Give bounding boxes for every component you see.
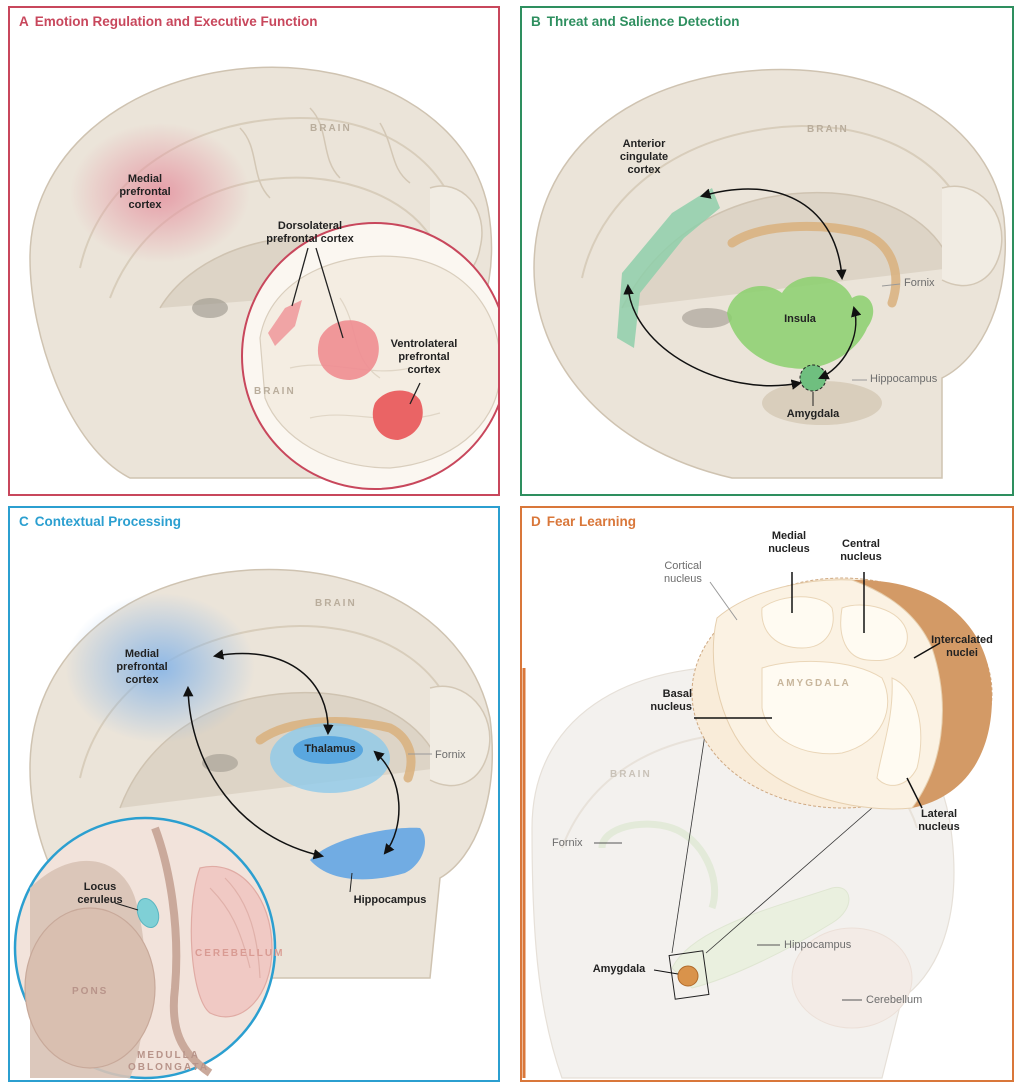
label-brain: BRAIN <box>807 124 849 136</box>
panel-b-title: B Threat and Salience Detection <box>531 14 740 29</box>
panel-a-title-text: Emotion Regulation and Executive Functio… <box>35 14 318 29</box>
label-fornix: Fornix <box>552 837 583 850</box>
label-hippocampus: Hippocampus <box>340 894 440 907</box>
label-central-nucleus: Central nucleus <box>826 538 896 564</box>
amygdala-small <box>678 966 698 986</box>
panel-a-emotion-regulation: A Emotion Regulation and Executive Functi… <box>8 6 500 496</box>
panel-d-title: D Fear Learning <box>531 514 636 529</box>
label-hippocampus: Hippocampus <box>784 939 851 952</box>
panel-d-illustration <box>522 508 1014 1082</box>
panel-b-illustration <box>522 8 1014 496</box>
panel-d-fear-learning: D Fear Learning Medial nucleus Central nu… <box>520 506 1014 1082</box>
panel-a-illustration <box>10 8 500 496</box>
label-amygdala: Amygdala <box>778 408 848 421</box>
label-brain: BRAIN <box>315 598 357 610</box>
label-insula: Insula <box>770 313 830 326</box>
panel-a-title: A Emotion Regulation and Executive Functi… <box>19 14 318 29</box>
label-locus-ceruleus: Locus ceruleus <box>70 881 130 907</box>
panel-b-threat-salience: B Threat and Salience Detection BRAIN Ant… <box>520 6 1014 496</box>
label-amygdala: Amygdala <box>584 963 654 976</box>
dlpfc-region <box>318 320 379 380</box>
panel-c-title: C Contextual Processing <box>19 514 181 529</box>
panel-c-title-text: Contextual Processing <box>35 514 181 529</box>
panel-b-title-text: Threat and Salience Detection <box>547 14 740 29</box>
label-lateral-nucleus: Lateral nucleus <box>904 808 974 834</box>
label-cerebellum: CEREBELLUM <box>195 948 284 960</box>
label-brain-inset: BRAIN <box>254 386 296 398</box>
label-brain: BRAIN <box>310 123 352 135</box>
panel-c-contextual-processing: C Contextual Processing BRAIN Medial pref… <box>8 506 500 1082</box>
label-intercalated-nuclei: Intercalated nuclei <box>922 634 1002 660</box>
panel-d-letter: D <box>531 514 541 529</box>
label-thalamus: Thalamus <box>298 743 362 756</box>
amygdala-highlight <box>800 365 826 391</box>
label-basal-nucleus: Basal nucleus <box>622 688 692 714</box>
label-medial-pfc: Medial prefrontal cortex <box>105 173 185 212</box>
label-acc: Anterior cingulate cortex <box>604 138 684 177</box>
label-pons: PONS <box>72 986 108 998</box>
label-hippocampus: Hippocampus <box>870 373 937 386</box>
label-medial-pfc: Medial prefrontal cortex <box>102 648 182 687</box>
panel-a-letter: A <box>19 14 29 29</box>
panel-c-letter: C <box>19 514 29 529</box>
panel-b-letter: B <box>531 14 541 29</box>
label-fornix: Fornix <box>904 277 935 290</box>
label-vlpfc: Ventrolateral prefrontal cortex <box>374 338 474 377</box>
panel-d-title-text: Fear Learning <box>547 514 636 529</box>
label-dlpfc: Dorsolateral prefrontal cortex <box>255 220 365 246</box>
label-amygdala-caps: AMYGDALA <box>777 678 851 690</box>
label-medulla: MEDULLA OBLONGATA <box>128 1050 209 1074</box>
label-brain: BRAIN <box>610 769 652 781</box>
label-fornix: Fornix <box>435 749 466 762</box>
label-cerebellum: Cerebellum <box>866 994 922 1007</box>
label-medial-nucleus: Medial nucleus <box>754 530 824 556</box>
label-cortical-nucleus: Cortical nucleus <box>664 560 702 586</box>
